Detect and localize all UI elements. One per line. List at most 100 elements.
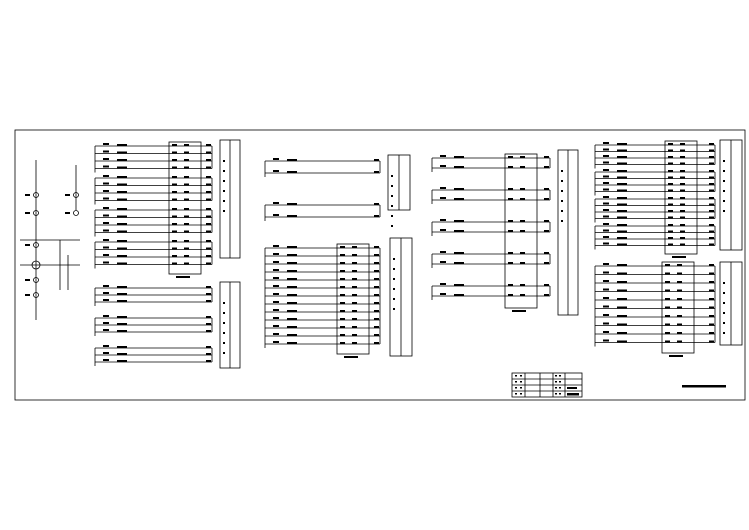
- terminal-label: [668, 176, 673, 179]
- output-label: [544, 262, 549, 264]
- cell-text: [520, 387, 522, 389]
- device-label: [454, 294, 464, 296]
- device-label: [117, 353, 127, 355]
- contact-label: [603, 169, 609, 171]
- contact-label: [103, 352, 109, 354]
- legend-char: [561, 190, 563, 192]
- device-label: [117, 286, 127, 288]
- terminal-label: [680, 243, 685, 246]
- contact-label: [273, 301, 279, 303]
- drawing-border: [14, 129, 746, 401]
- device-label: [287, 278, 297, 280]
- terminal-label: [508, 284, 513, 286]
- terminal-label: [340, 302, 345, 304]
- output-label: [544, 220, 549, 222]
- output-label: [709, 332, 714, 334]
- terminal-label: [668, 162, 673, 165]
- terminal-label: [665, 315, 670, 317]
- contact-label: [440, 283, 446, 285]
- terminal-label: [340, 254, 345, 256]
- contact-label: [603, 331, 609, 333]
- output-label: [709, 176, 714, 179]
- device-label: [617, 176, 627, 179]
- device-label: [25, 279, 30, 281]
- terminal-label: [340, 326, 345, 328]
- output-label: [374, 302, 379, 304]
- terminal-label: [352, 262, 357, 264]
- terminal-label: [677, 315, 682, 317]
- contact-label: [103, 197, 109, 200]
- output-label: [206, 346, 211, 348]
- output-label: [709, 298, 714, 300]
- single-line-diagram: [20, 160, 80, 320]
- panel-e: [431, 149, 579, 316]
- device-label: [617, 340, 627, 343]
- terminal-label: [172, 176, 177, 178]
- terminal-label: [508, 188, 513, 190]
- terminal-label: [680, 203, 685, 206]
- terminal-label: [680, 210, 685, 212]
- terminal-label: [520, 156, 525, 158]
- terminal-label: [677, 272, 682, 275]
- legend-char: [393, 288, 395, 290]
- device-label: [117, 360, 127, 362]
- contact-label: [603, 305, 609, 308]
- cell-text: [559, 393, 561, 395]
- terminal-label: [668, 143, 673, 145]
- device-label: [287, 246, 297, 248]
- output-label: [709, 281, 714, 283]
- output-label: [206, 208, 211, 210]
- terminal-label: [172, 151, 177, 154]
- output-label: [206, 166, 211, 169]
- device-label: [617, 143, 627, 145]
- legend-char: [391, 195, 393, 197]
- terminal-label: [184, 191, 189, 193]
- contact-label: [440, 187, 446, 189]
- device-label: [287, 262, 297, 264]
- legend-char: [223, 322, 225, 324]
- terminal-label: [677, 281, 682, 283]
- cell-text: [567, 393, 579, 396]
- contact-label: [603, 215, 609, 218]
- device-label: [117, 176, 127, 178]
- terminal-label: [677, 264, 682, 266]
- legend-char: [723, 332, 725, 334]
- output-label: [206, 286, 211, 288]
- terminal-block-label: [176, 276, 190, 278]
- output-label: [374, 342, 379, 344]
- terminal-label: [508, 294, 513, 296]
- output-label: [709, 224, 714, 226]
- transformer-coil: [73, 192, 79, 198]
- cell-text: [520, 393, 522, 395]
- output-label: [374, 318, 379, 320]
- output-label: [709, 264, 714, 266]
- panel-c: [264, 154, 411, 227]
- contact-label: [603, 229, 609, 232]
- device-label: [617, 243, 627, 246]
- legend-char: [393, 268, 395, 270]
- contact-label: [603, 202, 609, 205]
- terminal-label: [668, 189, 673, 192]
- device-label: [287, 203, 297, 205]
- contact-label: [273, 333, 279, 335]
- terminal-label: [677, 332, 682, 334]
- output-label: [206, 191, 211, 193]
- terminal-label: [665, 323, 670, 326]
- terminal-label: [680, 189, 685, 192]
- terminal-label: [184, 151, 189, 154]
- contact-label: [103, 345, 109, 347]
- terminal-label: [172, 255, 177, 257]
- terminal-label: [352, 342, 357, 344]
- terminal-label: [184, 215, 189, 218]
- terminal-label: [340, 278, 345, 280]
- legend-char: [223, 352, 225, 354]
- terminal-label: [665, 340, 670, 343]
- device-label: [117, 255, 127, 257]
- legend-char: [391, 175, 393, 177]
- terminal-label: [340, 246, 345, 248]
- terminal-block-label: [672, 256, 686, 258]
- terminal-label: [668, 183, 673, 185]
- device-label: [454, 188, 464, 190]
- device-label: [117, 144, 127, 146]
- transformer-coil: [33, 192, 39, 198]
